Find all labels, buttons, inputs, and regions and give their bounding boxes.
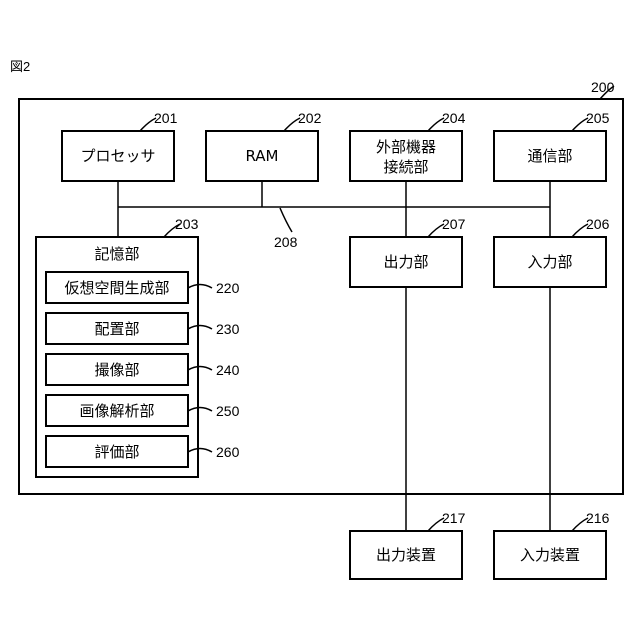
ram-ref: 202 xyxy=(298,110,322,126)
module-label: 仮想空間生成部 xyxy=(64,279,169,297)
external-connection-label-line1: 外部機器 xyxy=(376,138,436,156)
output-unit-ref: 207 xyxy=(442,216,466,232)
communication-ref: 205 xyxy=(586,110,610,126)
storage-module-virtual-space: 仮想空間生成部 220 xyxy=(46,272,240,303)
output-unit-label: 出力部 xyxy=(383,253,428,271)
storage-module-placement: 配置部 230 xyxy=(46,313,240,344)
storage-module-evaluation: 評価部 260 xyxy=(46,436,240,467)
external-connection-ref: 204 xyxy=(442,110,466,126)
output-device-label: 出力装置 xyxy=(376,546,436,564)
storage-module-image-analysis: 画像解析部 250 xyxy=(46,395,240,426)
module-ref: 250 xyxy=(216,403,240,419)
input-device-label: 入力装置 xyxy=(520,546,580,564)
processor-label: プロセッサ xyxy=(80,147,155,165)
ram-label: RAM xyxy=(245,147,278,165)
system-ref: 200 xyxy=(591,79,615,95)
figure-label: 図2 xyxy=(10,59,30,74)
module-label: 撮像部 xyxy=(94,361,139,379)
output-device-block: 出力装置 217 xyxy=(350,510,466,579)
module-label: 評価部 xyxy=(94,443,139,461)
input-device-block: 入力装置 216 xyxy=(494,510,610,579)
bus-ref: 208 xyxy=(274,234,298,250)
module-label: 画像解析部 xyxy=(79,402,154,420)
processor-block: プロセッサ 201 xyxy=(62,110,178,181)
input-unit-label: 入力部 xyxy=(527,253,572,271)
ram-block: RAM 202 xyxy=(206,110,322,181)
storage-block: 記憶部 203 仮想空間生成部 220 配置部 230 撮像部 240 画像解析… xyxy=(36,216,240,477)
output-device-ref: 217 xyxy=(442,510,466,526)
communication-label: 通信部 xyxy=(527,147,572,165)
storage-module-imaging: 撮像部 240 xyxy=(46,354,240,385)
communication-block: 通信部 205 xyxy=(494,110,610,181)
module-ref: 260 xyxy=(216,444,240,460)
processor-ref: 201 xyxy=(154,110,178,126)
module-ref: 240 xyxy=(216,362,240,378)
storage-label: 記憶部 xyxy=(94,245,139,263)
module-ref: 230 xyxy=(216,321,240,337)
output-unit-block: 出力部 207 xyxy=(350,216,466,287)
module-ref: 220 xyxy=(216,280,240,296)
input-device-ref: 216 xyxy=(586,510,610,526)
input-unit-block: 入力部 206 xyxy=(494,216,610,287)
external-connection-label-line2: 接続部 xyxy=(383,158,428,176)
module-label: 配置部 xyxy=(94,320,139,338)
bus-leader xyxy=(280,208,292,232)
external-connection-block: 外部機器 接続部 204 xyxy=(350,110,466,181)
input-unit-ref: 206 xyxy=(586,216,610,232)
storage-ref: 203 xyxy=(175,216,199,232)
